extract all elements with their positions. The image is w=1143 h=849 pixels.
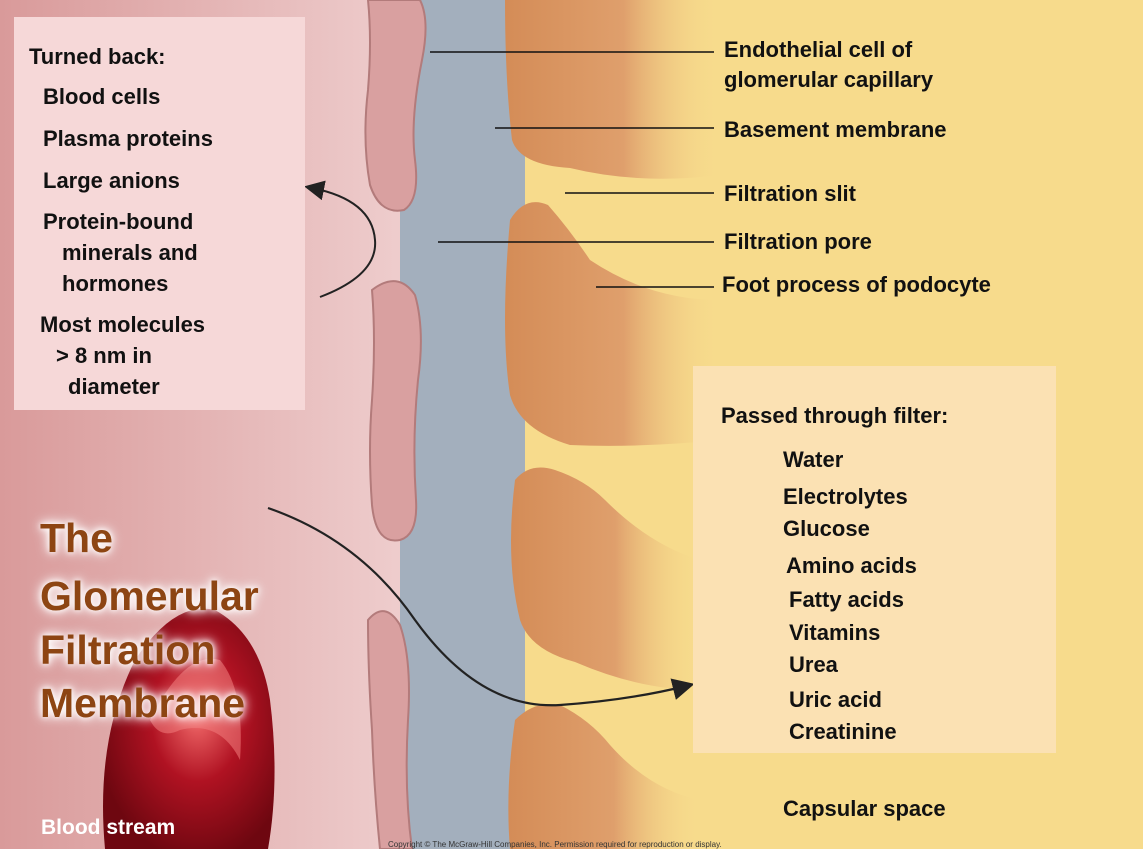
passed-item: Electrolytes xyxy=(783,484,908,510)
turned-back-item: Protein-bound xyxy=(43,209,193,235)
passed-item: Uric acid xyxy=(789,687,882,713)
turned-back-item: hormones xyxy=(62,271,168,297)
title-line-3: Filtration xyxy=(40,627,215,674)
passed-item: Urea xyxy=(789,652,838,678)
passed-item: Glucose xyxy=(783,516,870,542)
turned-back-item: Blood cells xyxy=(43,84,160,110)
label-endothelial-cell: Endothelial cell of xyxy=(724,37,912,63)
copyright-notice: Copyright © The McGraw-Hill Companies, I… xyxy=(388,840,722,849)
turned-back-item: Most molecules xyxy=(40,312,205,338)
turned-back-item: Large anions xyxy=(43,168,180,194)
label-capsular-space: Capsular space xyxy=(783,796,946,822)
endothelial-cell-middle xyxy=(370,281,421,540)
passed-item: Water xyxy=(783,447,843,473)
label-blood-stream: Blood stream xyxy=(41,816,175,840)
foot-process-1 xyxy=(505,0,720,179)
label-endothelial-cell-line2: glomerular capillary xyxy=(724,67,933,93)
label-basement-membrane: Basement membrane xyxy=(724,117,947,143)
passed-through-heading: Passed through filter: xyxy=(721,403,948,429)
turned-back-item: minerals and xyxy=(62,240,198,266)
passed-item: Fatty acids xyxy=(789,587,904,613)
label-filtration-slit: Filtration slit xyxy=(724,181,856,207)
turned-back-item: Plasma proteins xyxy=(43,126,213,152)
passed-item: Amino acids xyxy=(786,553,917,579)
passed-item: Creatinine xyxy=(789,719,897,745)
title-line-4: Membrane xyxy=(40,680,245,727)
turned-back-item: > 8 nm in xyxy=(56,343,152,369)
title-line-2: Glomerular xyxy=(40,573,259,620)
label-filtration-pore: Filtration pore xyxy=(724,229,872,255)
turned-back-heading: Turned back: xyxy=(29,44,166,70)
passed-item: Vitamins xyxy=(789,620,880,646)
turned-back-item: diameter xyxy=(68,374,160,400)
label-foot-process: Foot process of podocyte xyxy=(722,272,991,298)
title-line-1: The xyxy=(40,515,113,562)
